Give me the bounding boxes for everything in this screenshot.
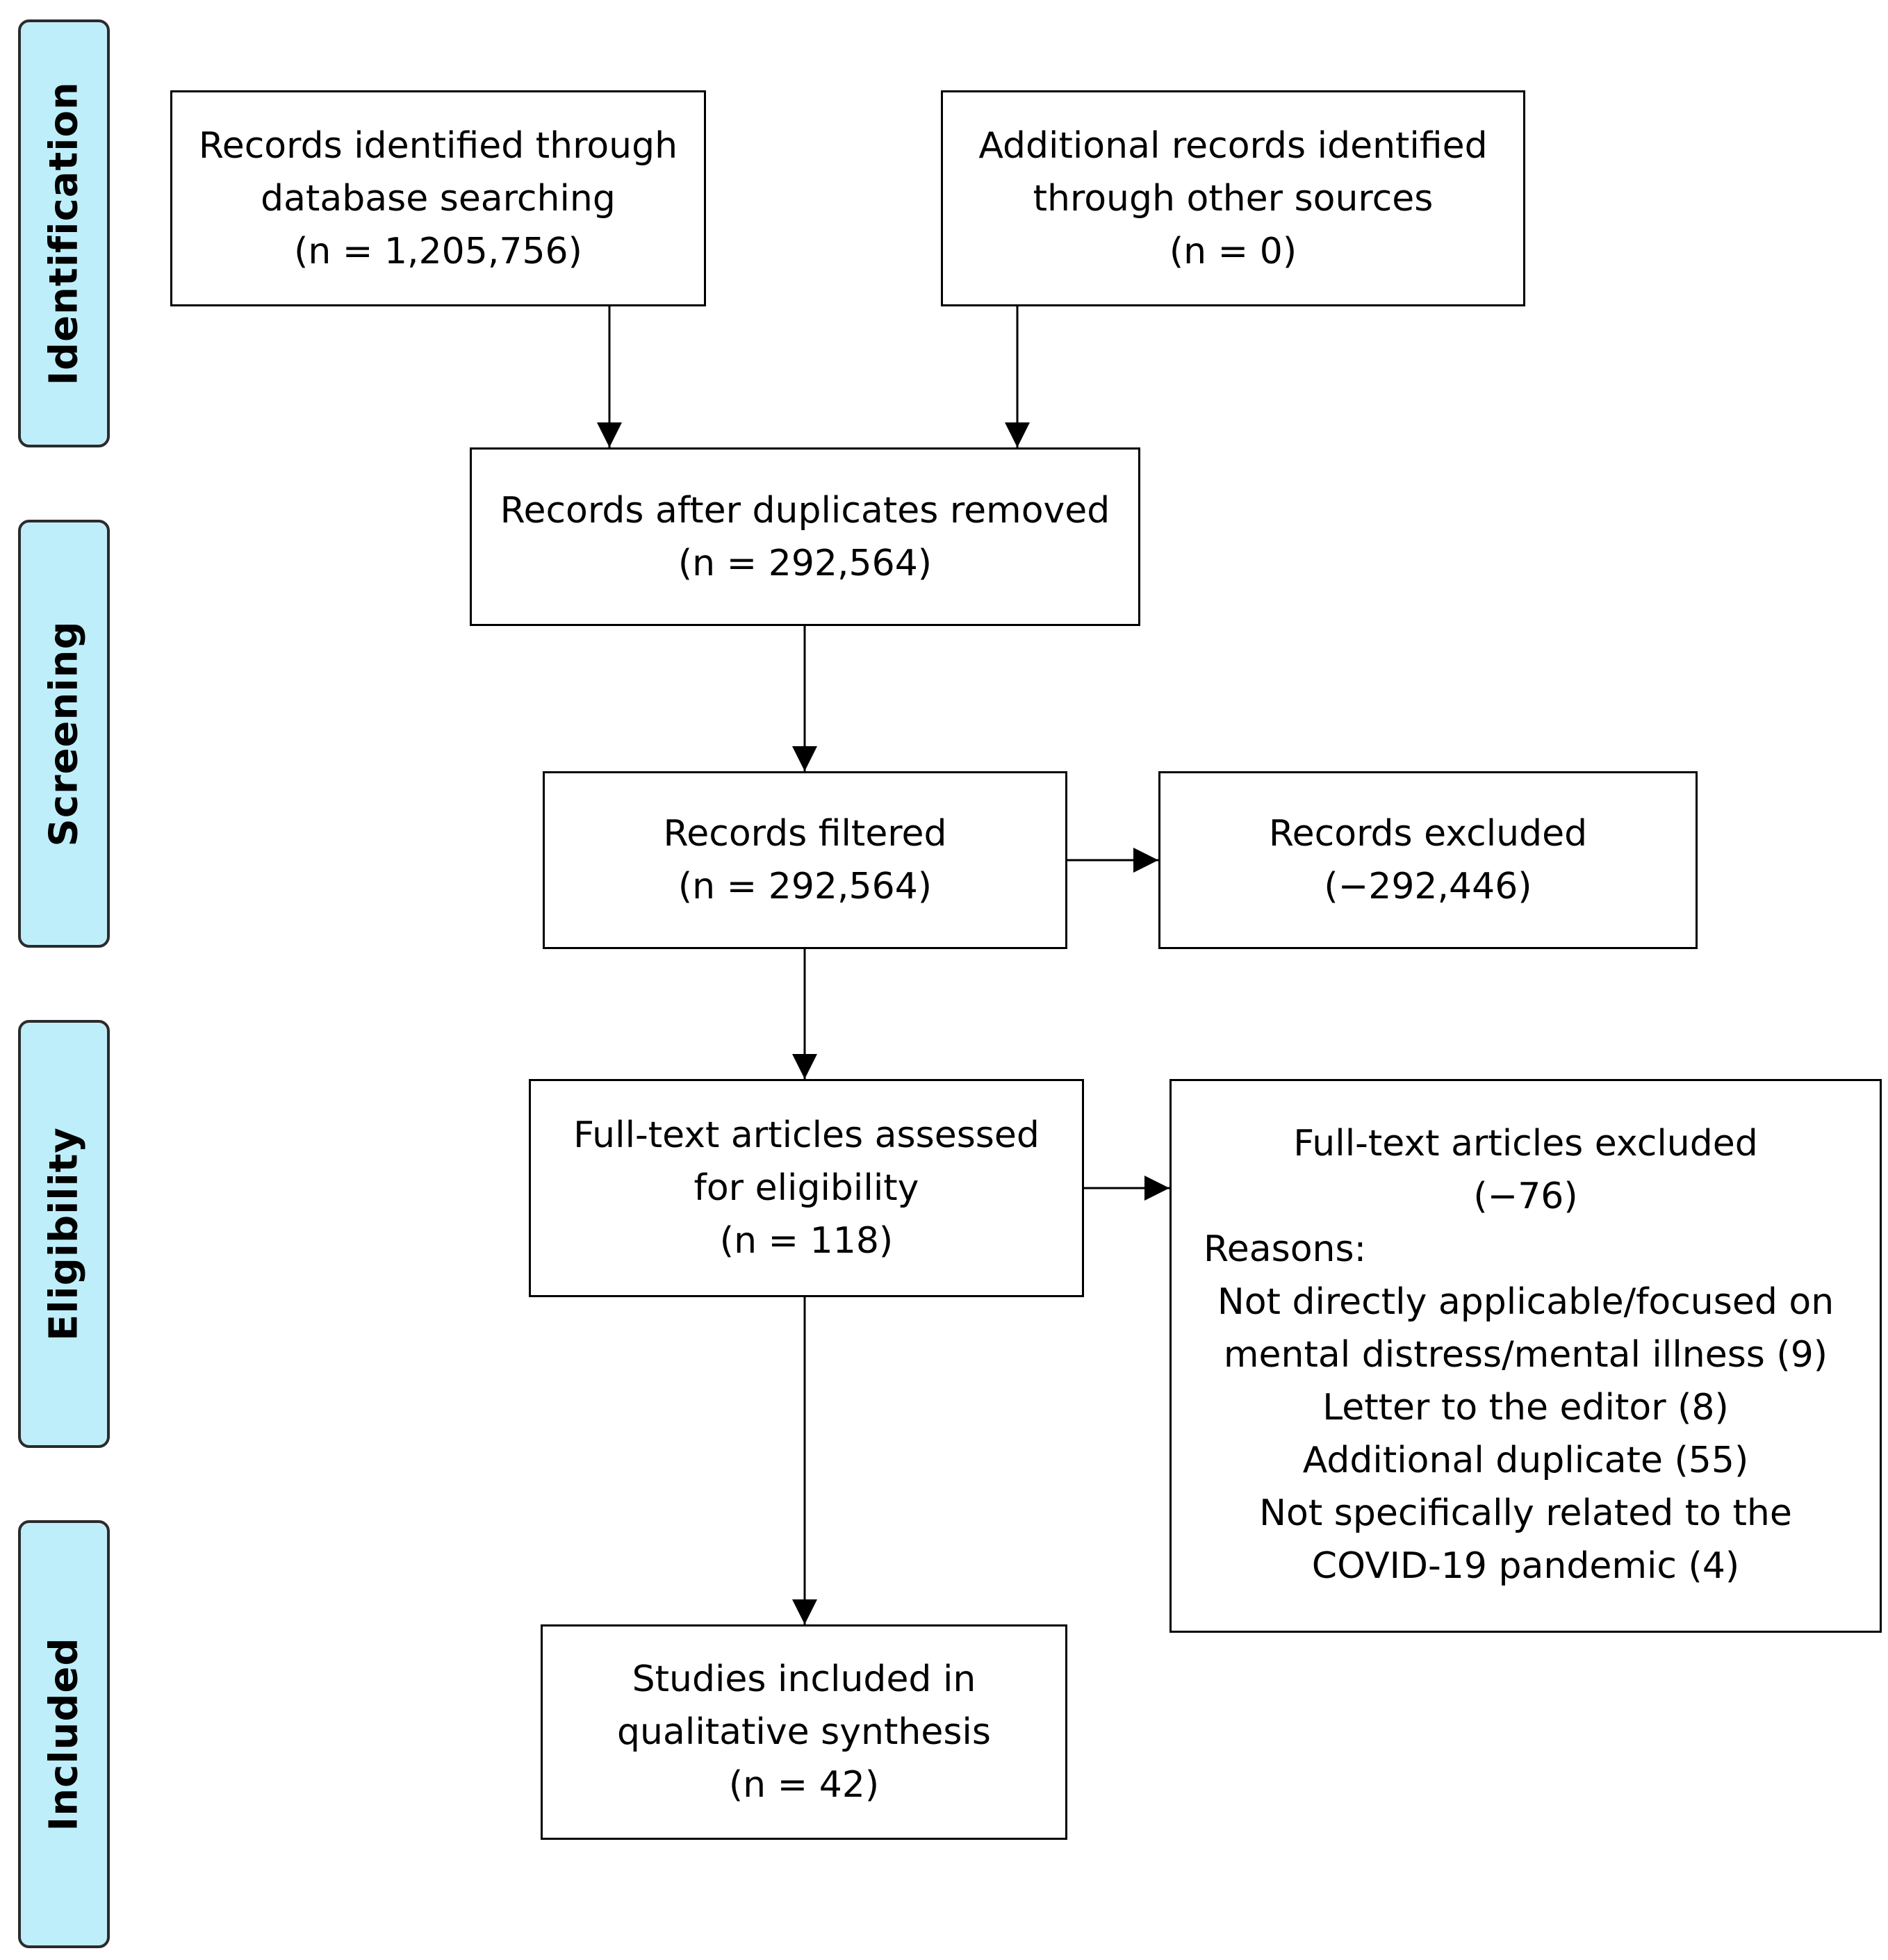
reason-line: Not directly applicable/focused on (1217, 1281, 1834, 1323)
database-search-count: (n = 1,205,756) (294, 230, 582, 272)
box-other-sources: Additional records identified through ot… (941, 90, 1525, 306)
reason-line: COVID-19 pandemic (4) (1311, 1545, 1740, 1587)
box-database-search: Records identified through database sear… (170, 90, 706, 306)
records-excluded-count: (−292,446) (1324, 866, 1532, 907)
box-records-filtered: Records filtered (n = 292,564) (543, 771, 1067, 949)
reason-line: mental distress/mental illness (9) (1223, 1334, 1828, 1376)
box-studies-included: Studies included in qualitative synthesi… (541, 1624, 1067, 1840)
fulltext-assessed-line-1: Full-text articles assessed (573, 1114, 1040, 1156)
duplicates-removed-count: (n = 292,564) (678, 542, 933, 584)
other-sources-line-2: through other sources (1033, 177, 1434, 220)
box-duplicates-removed: Records after duplicates removed (n = 29… (470, 447, 1140, 626)
studies-included-line-2: qualitative synthesis (617, 1711, 991, 1753)
database-search-line-1: Records identified through (198, 124, 678, 167)
fulltext-assessed-line-2: for eligibility (693, 1167, 919, 1209)
records-filtered-count: (n = 292,564) (678, 866, 933, 907)
other-sources-line-1: Additional records identified (978, 124, 1488, 167)
studies-included-line-1: Studies included in (632, 1658, 976, 1700)
box-fulltext-assessed: Full-text articles assessed for eligibil… (529, 1079, 1084, 1297)
phase-screening: Screening (18, 520, 110, 948)
records-filtered-line-1: Records filtered (663, 813, 947, 855)
reasons-label: Reasons: (1204, 1228, 1367, 1270)
duplicates-removed-line-1: Records after duplicates removed (500, 489, 1110, 532)
database-search-line-2: database searching (261, 177, 616, 220)
box-records-excluded: Records excluded (−292,446) (1158, 771, 1698, 949)
fulltext-assessed-count: (n = 118) (719, 1220, 894, 1262)
phase-included: Included (18, 1520, 110, 1948)
studies-included-count: (n = 42) (728, 1764, 880, 1806)
other-sources-count: (n = 0) (1169, 230, 1297, 272)
records-excluded-line-1: Records excluded (1268, 813, 1588, 855)
phase-identification: Identification (18, 19, 110, 447)
fulltext-excluded-count: (−76) (1473, 1176, 1578, 1217)
fulltext-excluded-title: Full-text articles excluded (1293, 1123, 1758, 1164)
reason-line: Additional duplicate (55) (1302, 1440, 1749, 1481)
phase-eligibility: Eligibility (18, 1020, 110, 1448)
box-fulltext-excluded: Full-text articles excluded (−76) Reason… (1169, 1079, 1882, 1633)
reason-line: Not specifically related to the (1259, 1492, 1792, 1534)
reason-line: Letter to the editor (8) (1322, 1387, 1729, 1428)
